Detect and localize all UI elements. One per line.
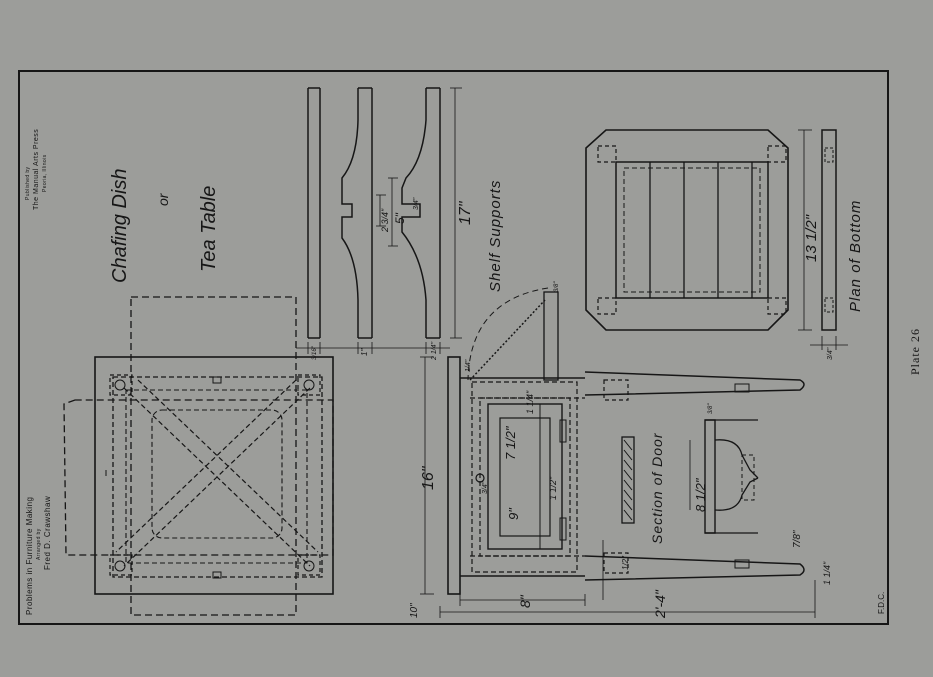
dim-7-1-2: 7 1/2" — [503, 425, 518, 460]
dim-16: 16" — [420, 465, 437, 490]
dim-2-1-4: 2 1/4" — [431, 341, 438, 361]
dim-3-4-door: 3/4" — [482, 481, 489, 494]
dim-9: 9" — [506, 507, 521, 520]
dim-1-4-top: 1/4" — [465, 359, 472, 372]
credits-arranged-by: Arranged by — [36, 528, 42, 560]
dim-17: 17" — [457, 200, 474, 225]
dim-1-2-apron: 1/2" — [621, 555, 630, 570]
dim-8-1-2: 8 1/2" — [693, 477, 708, 512]
dim-8: 8" — [517, 594, 533, 608]
dim-1-1-2-door: 1 1/2" — [548, 476, 558, 500]
label-section-of-door: Section of Door — [649, 432, 665, 544]
dim-1: 1" — [360, 348, 369, 356]
title-block: Chafing Dish or Tea Table — [109, 168, 220, 283]
front-elevation — [447, 287, 805, 595]
door-section — [621, 436, 635, 524]
credits-place: Peoria, Illinois — [42, 154, 48, 192]
dim-10: 10" — [409, 603, 420, 618]
credits-published-by: Published by — [25, 166, 31, 200]
credits-publisher: The Manual Arts Press — [33, 129, 40, 210]
credits-series: Problems in Furniture Making — [25, 497, 34, 615]
dim-2-4: 2'-4" — [652, 589, 668, 619]
title-line-3: Tea Table — [198, 186, 220, 272]
title-line-1: Chafing Dish — [109, 168, 131, 283]
title-line-2: or — [155, 192, 171, 206]
label-shelf-supports: Shelf Supports — [487, 180, 504, 292]
credits-block: Problems in Furniture Making Arranged by… — [25, 129, 52, 615]
dim-3-16: 3/16" — [312, 345, 318, 360]
dim-2-3-4: 2 3/4" — [380, 208, 390, 233]
plan-of-bottom-dims — [798, 129, 848, 350]
top-plan-view — [63, 296, 334, 616]
plate-number: Plate 26 — [908, 328, 922, 375]
dim-1-1-4-door: 1 1/4" — [525, 390, 535, 414]
dim-7-8: 7/8" — [792, 530, 803, 548]
dim-3-8-hinge: 3/8" — [554, 281, 560, 292]
label-plan-of-bottom: Plan of Bottom — [847, 200, 864, 312]
dim-3-4-bottom: 3/4" — [827, 347, 834, 360]
dim-3-4-support: 3/4" — [413, 197, 420, 210]
dim-5: 5" — [393, 212, 407, 224]
credits-author: Fred D. Crawshaw — [43, 496, 52, 570]
plan-of-bottom-view — [585, 129, 837, 331]
shelf-support-dims — [296, 87, 462, 354]
dim-13-1-2: 13 1/2" — [803, 214, 820, 262]
dim-1-1-4-foot: 1 1/4" — [822, 561, 832, 585]
sheet-border — [18, 70, 889, 625]
elevation-dims — [420, 356, 816, 618]
shelf-support-profile-1 — [307, 87, 373, 339]
shelf-support-profile-2 — [401, 87, 441, 339]
drafter-initials: F.D.C. — [877, 592, 886, 614]
dim-3-8-shelf: 3/8" — [708, 403, 714, 414]
